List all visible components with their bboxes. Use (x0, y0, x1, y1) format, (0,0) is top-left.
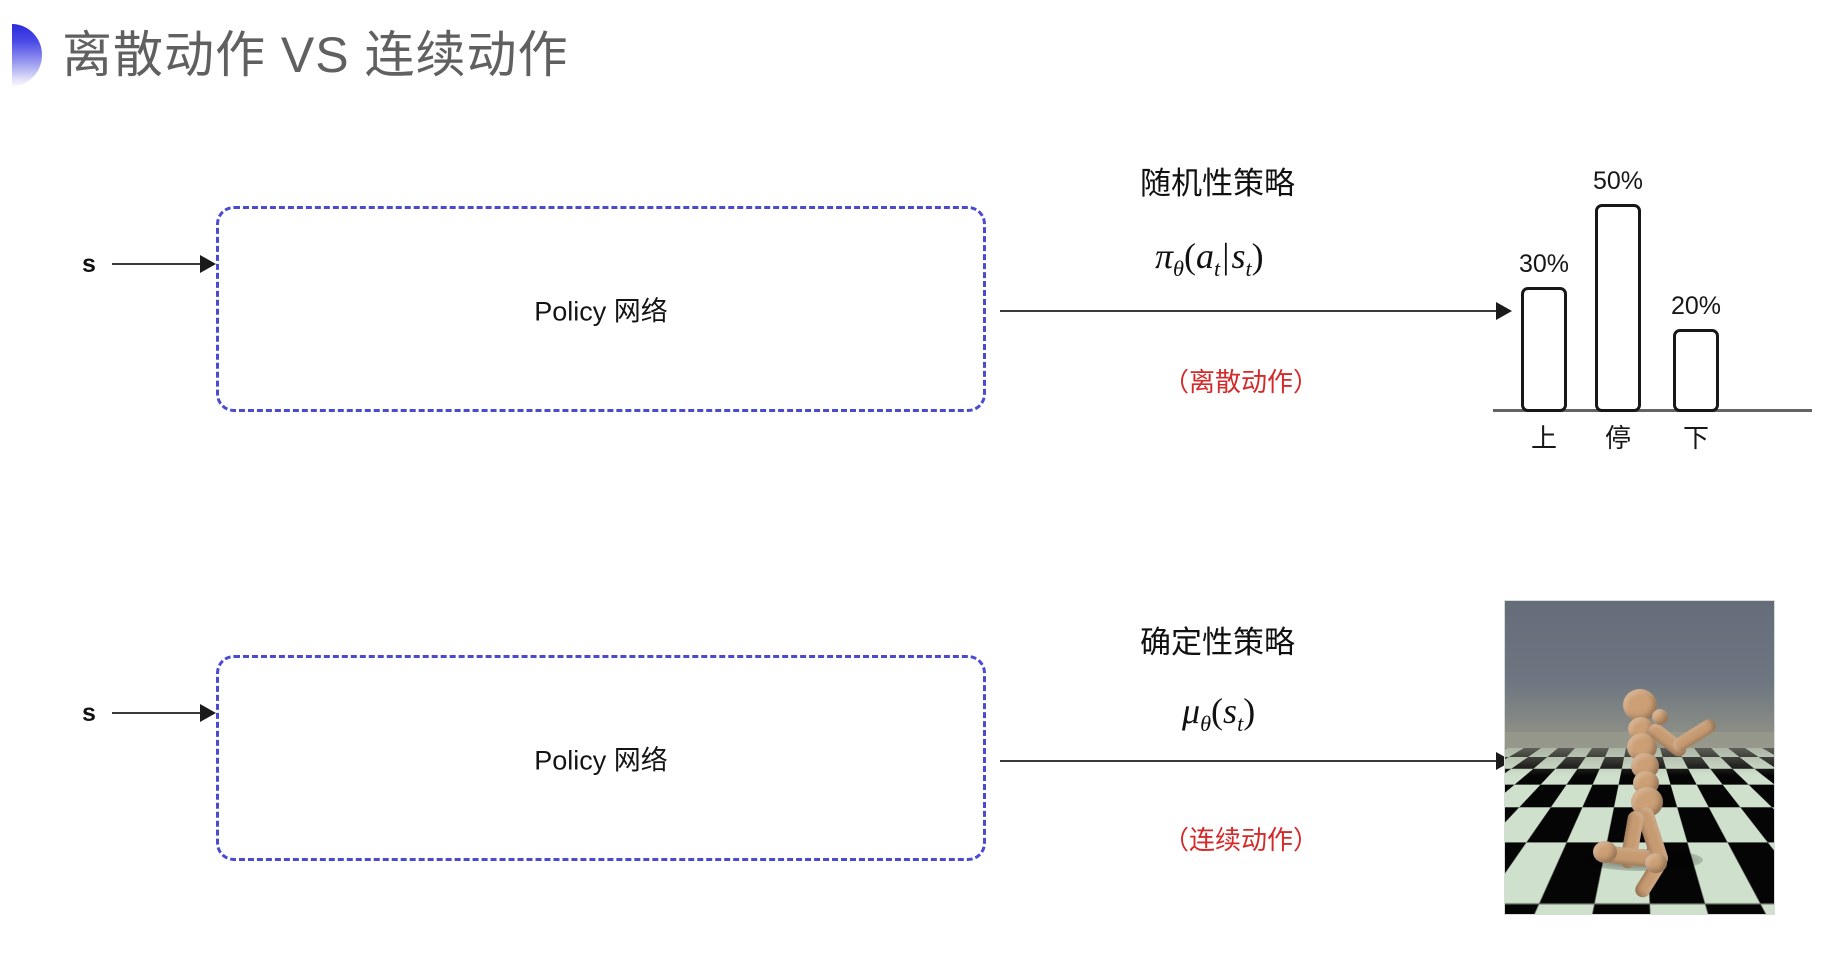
action-type-note-continuous: （连续动作） (1163, 825, 1320, 855)
output-arrow-head-discrete (1496, 302, 1512, 320)
action-type-note-discrete: （离散动作） (1163, 367, 1320, 397)
formula-open-paren-mu: ( (1211, 691, 1224, 731)
formula-action-sub-t: t (1214, 256, 1221, 282)
output-arrow-line-continuous (1000, 760, 1500, 762)
formula-fn-mu: μ (1182, 691, 1201, 731)
input-arrow-head-discrete (200, 255, 216, 273)
humanoid-fist (1652, 709, 1668, 725)
bar-rect-2[interactable] (1673, 329, 1719, 412)
policy-type-title-continuous: 确定性策略 (1140, 625, 1295, 660)
state-input-label-continuous: s (82, 699, 96, 727)
humanoid-foot (1645, 853, 1667, 873)
formula-state-s-mu: s (1223, 691, 1238, 731)
formula-close-paren-pi: ) (1251, 236, 1264, 276)
policy-formula-discrete: πθ(at|st) (1155, 235, 1264, 282)
formula-close-paren-mu: ) (1243, 691, 1256, 731)
input-arrow-line-discrete (112, 263, 202, 265)
title-accent-shape (12, 24, 42, 86)
page-title: 离散动作 VS 连续动作 (62, 27, 569, 83)
formula-theta-pi: θ (1173, 256, 1185, 282)
formula-state-s: s (1231, 236, 1246, 276)
bar-value-label-1: 50% (1592, 167, 1644, 195)
formula-state-sub-t: t (1245, 256, 1252, 282)
formula-action-a: a (1196, 236, 1215, 276)
policy-type-title-discrete: 随机性策略 (1140, 166, 1295, 201)
bar-category-label-2: 下 (1682, 423, 1709, 453)
formula-theta-mu: θ (1200, 711, 1212, 737)
policy-network-label-continuous: Policy 网络 (534, 745, 668, 776)
formula-state-sub-t-mu: t (1237, 711, 1244, 737)
policy-network-box-discrete[interactable]: Policy 网络 (216, 206, 986, 412)
bar-rect-1[interactable] (1595, 204, 1641, 412)
bar-value-label-2: 20% (1670, 292, 1722, 320)
humanoid-simulation-image (1504, 600, 1775, 915)
bar-value-label-0: 30% (1518, 250, 1570, 278)
humanoid-knee-back (1593, 841, 1617, 863)
humanoid-head (1623, 689, 1657, 721)
formula-conditional-bar: | (1222, 236, 1230, 276)
formula-open-paren-pi: ( (1184, 236, 1197, 276)
bar-rect-0[interactable] (1521, 287, 1567, 412)
input-arrow-line-continuous (112, 712, 202, 714)
policy-network-box-continuous[interactable]: Policy 网络 (216, 655, 986, 861)
policy-formula-continuous: μθ(st) (1182, 690, 1255, 737)
formula-fn-pi: π (1155, 236, 1174, 276)
output-arrow-line-discrete (1000, 310, 1500, 312)
bar-chart-baseline (1493, 409, 1812, 412)
discrete-action-bar-chart: 30% 上 50% 停 20% 下 (1493, 95, 1823, 460)
bar-category-label-0: 上 (1530, 423, 1557, 453)
policy-network-label-discrete: Policy 网络 (534, 296, 668, 327)
state-input-label-discrete: s (82, 250, 96, 278)
bar-category-label-1: 停 (1604, 423, 1631, 453)
input-arrow-head-continuous (200, 704, 216, 722)
